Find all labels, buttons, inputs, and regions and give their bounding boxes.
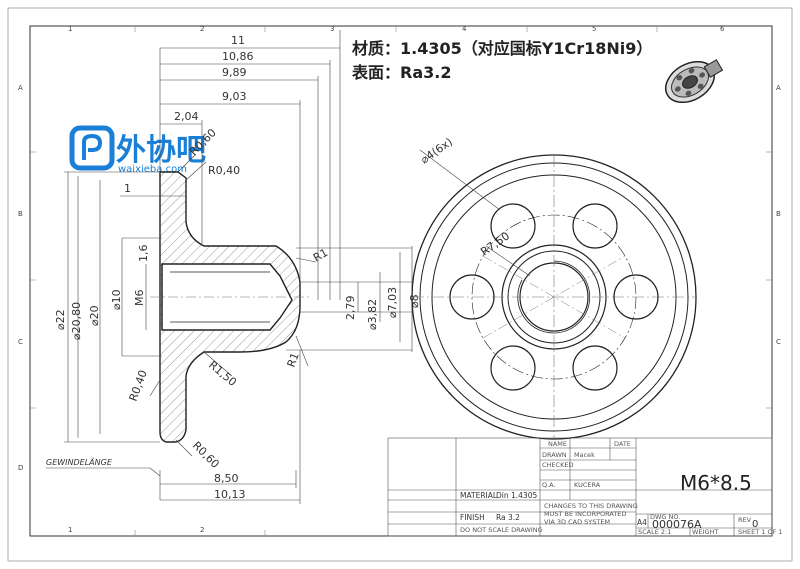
- dim-1: 1: [124, 182, 131, 195]
- watermark-brand: 外协吧: [116, 133, 206, 168]
- hole-2: [613, 274, 659, 320]
- hole-3: [490, 203, 536, 249]
- tb-qa-label: Q.A.: [542, 481, 556, 489]
- hole-4: [572, 203, 618, 249]
- dim-gewinde-label: GEWINDELÄNGE: [46, 457, 113, 467]
- dim-1-6: 1,6: [137, 245, 150, 263]
- tb-drawn-label: DRAWN: [542, 451, 567, 459]
- dim-2-79: 2,79: [344, 296, 357, 321]
- tb-size: A4: [637, 518, 647, 527]
- section-body: [159, 171, 301, 443]
- front-view: [411, 149, 697, 440]
- dim-r0-40-top: R0,40: [208, 164, 240, 177]
- grid-row-c-right: C: [776, 338, 781, 346]
- tb-scale: SCALE 2:1: [638, 528, 671, 536]
- dim-10-86: 10,86: [222, 50, 254, 63]
- material-note: 材质：1.4305（对应国标Y1Cr18Ni9）: [352, 39, 652, 58]
- tb-name-label: NAME: [548, 440, 567, 448]
- brand-icon-glyph: [82, 133, 103, 160]
- dim-dia7-03: ⌀7,03: [386, 287, 399, 318]
- dim-dia3-82: ⌀3,82: [366, 299, 379, 330]
- thread-arc: [517, 260, 591, 334]
- tb-dwg-no: 000076A: [652, 518, 702, 531]
- tb-changes-3: VIA 3D CAD SYSTEM: [544, 518, 610, 526]
- section-view: [150, 171, 310, 443]
- part-iso-thumbnail: [665, 59, 724, 104]
- tb-rev-value: 0: [752, 519, 758, 530]
- watermark-logo: 外协吧 waixieba.com: [69, 125, 206, 175]
- leader-r7-50: [485, 245, 531, 277]
- grid-row-a-right: A: [776, 84, 781, 92]
- tb-weight: WEIGHT: [692, 528, 718, 536]
- tb-material-value: Din 1.4305: [496, 491, 537, 500]
- hole-6: [572, 345, 618, 391]
- leader-dia4: [419, 149, 501, 211]
- grid-col-1: 1: [68, 25, 72, 33]
- grid-row-b-right: B: [776, 210, 781, 218]
- dim-dia20: ⌀20: [88, 305, 101, 326]
- tb-finish-value: Ra 3.2: [496, 513, 520, 522]
- dim-2-04: 2,04: [174, 110, 199, 123]
- watermark-url: waixieba.com: [118, 164, 187, 175]
- grid-row-b: B: [18, 210, 23, 218]
- tb-rev-label: REV: [738, 516, 752, 524]
- grid-col-3: 3: [330, 25, 334, 33]
- title-block: [387, 437, 773, 537]
- tb-dwg-label: DWG NO.: [650, 513, 680, 521]
- dim-8-50: 8,50: [214, 472, 239, 485]
- tb-date-label: DATE: [614, 440, 631, 448]
- dim-dia8: ⌀8: [408, 294, 421, 308]
- tb-material-label: MATERIAL: [460, 491, 498, 500]
- part-label: M6*8.5: [680, 471, 752, 495]
- surface-note: 表面：Ra3.2: [351, 63, 451, 82]
- dim-9-03: 9,03: [222, 90, 247, 103]
- grid-row-c: C: [18, 338, 23, 346]
- grid-col-2-bottom: 2: [200, 526, 204, 534]
- hole-1: [449, 274, 495, 320]
- tb-drawn-value: Macek: [574, 451, 595, 459]
- tb-qa-value: KUCERA: [574, 481, 601, 489]
- grid-col-6: 6: [720, 25, 725, 33]
- tb-finish-label: FINISH: [460, 513, 485, 522]
- grid-col-2: 2: [200, 25, 204, 33]
- tb-changes-1: CHANGES TO THIS DRAWING: [544, 502, 638, 510]
- tb-warning: DO NOT SCALE DRAWING: [460, 526, 543, 534]
- grid-col-5: 5: [592, 25, 596, 33]
- tb-sheet: SHEET 1 OF 1: [738, 528, 783, 536]
- grid-row-a: A: [18, 84, 23, 92]
- grid-col-1-bottom: 1: [68, 526, 72, 534]
- dim-dia10: ⌀10: [110, 289, 123, 310]
- grid-ticks: [30, 26, 772, 536]
- tb-changes-2: MUST BE INCORPORATED: [544, 510, 626, 518]
- dim-10-13: 10,13: [214, 488, 246, 501]
- hole-5: [490, 345, 536, 391]
- tb-checked-label: CHECKED: [542, 461, 573, 469]
- dim-dia20-80: ⌀20,80: [70, 302, 83, 340]
- section-dimension-lines: [46, 30, 413, 504]
- grid-col-4: 4: [462, 25, 467, 33]
- dim-11: 11: [231, 34, 245, 47]
- dim-9-89: 9,89: [222, 66, 247, 79]
- dim-dia22: ⌀22: [54, 309, 67, 330]
- dim-m6: M6: [133, 290, 146, 307]
- dim-r1-top: R1: [311, 246, 330, 265]
- grid-row-d: D: [18, 464, 23, 472]
- dim-r1-bot: R1: [285, 351, 302, 369]
